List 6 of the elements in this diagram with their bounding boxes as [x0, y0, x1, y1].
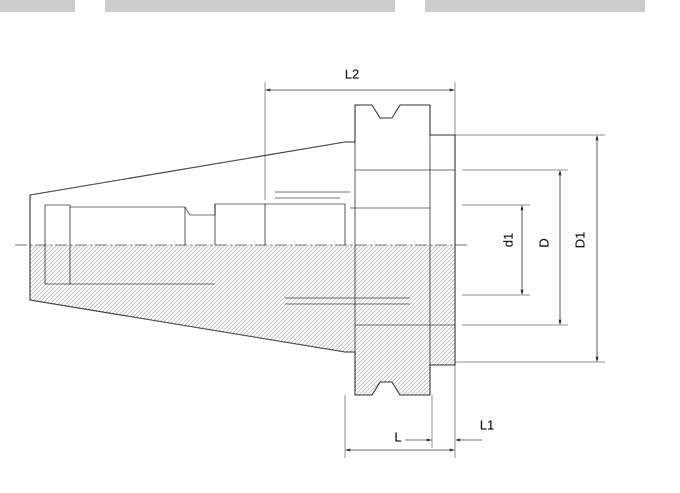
- dimension-label: D1: [576, 232, 584, 248]
- dimension-label: L1: [480, 420, 494, 430]
- dimension-label: D: [540, 238, 548, 247]
- dimension-label: d1: [503, 233, 513, 247]
- dimension-label: L: [395, 432, 402, 442]
- dimension-label: L2: [346, 69, 359, 79]
